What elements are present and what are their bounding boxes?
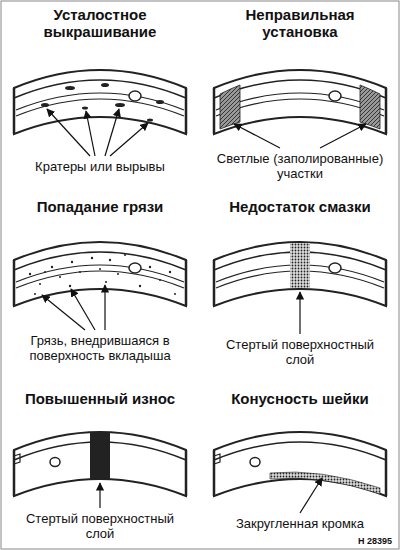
callout-caption: Стертый поверхностный слой bbox=[215, 338, 385, 368]
callout-caption: Стертый поверхностный слой bbox=[20, 512, 180, 542]
shell-misalignment bbox=[214, 70, 386, 148]
panel-heading: Конусность шейки bbox=[205, 390, 395, 407]
shell-wear bbox=[14, 432, 186, 508]
panel-heading: Недостаток смазки bbox=[205, 198, 395, 215]
shell-taper bbox=[214, 432, 386, 513]
callout-caption: Светлые (заполированные) участки bbox=[215, 152, 385, 182]
shell-dirt bbox=[14, 242, 186, 330]
panel-heading: Усталостное выкрашивание bbox=[25, 6, 175, 41]
figure-code: H 28395 bbox=[312, 536, 392, 546]
shell-no-lubrication bbox=[214, 242, 386, 334]
shell-spalling bbox=[14, 70, 186, 156]
panel-heading: Повышенный износ bbox=[5, 390, 195, 407]
panel-heading: Попадание грязи bbox=[5, 198, 195, 215]
callout-caption: Грязь, внедрившаяся в поверхность вклады… bbox=[10, 334, 190, 364]
callout-caption: Закругленная кромка bbox=[210, 517, 390, 532]
panel-heading: Неправильная установка bbox=[225, 6, 375, 41]
callout-caption: Кратеры или вырывы bbox=[5, 160, 195, 175]
